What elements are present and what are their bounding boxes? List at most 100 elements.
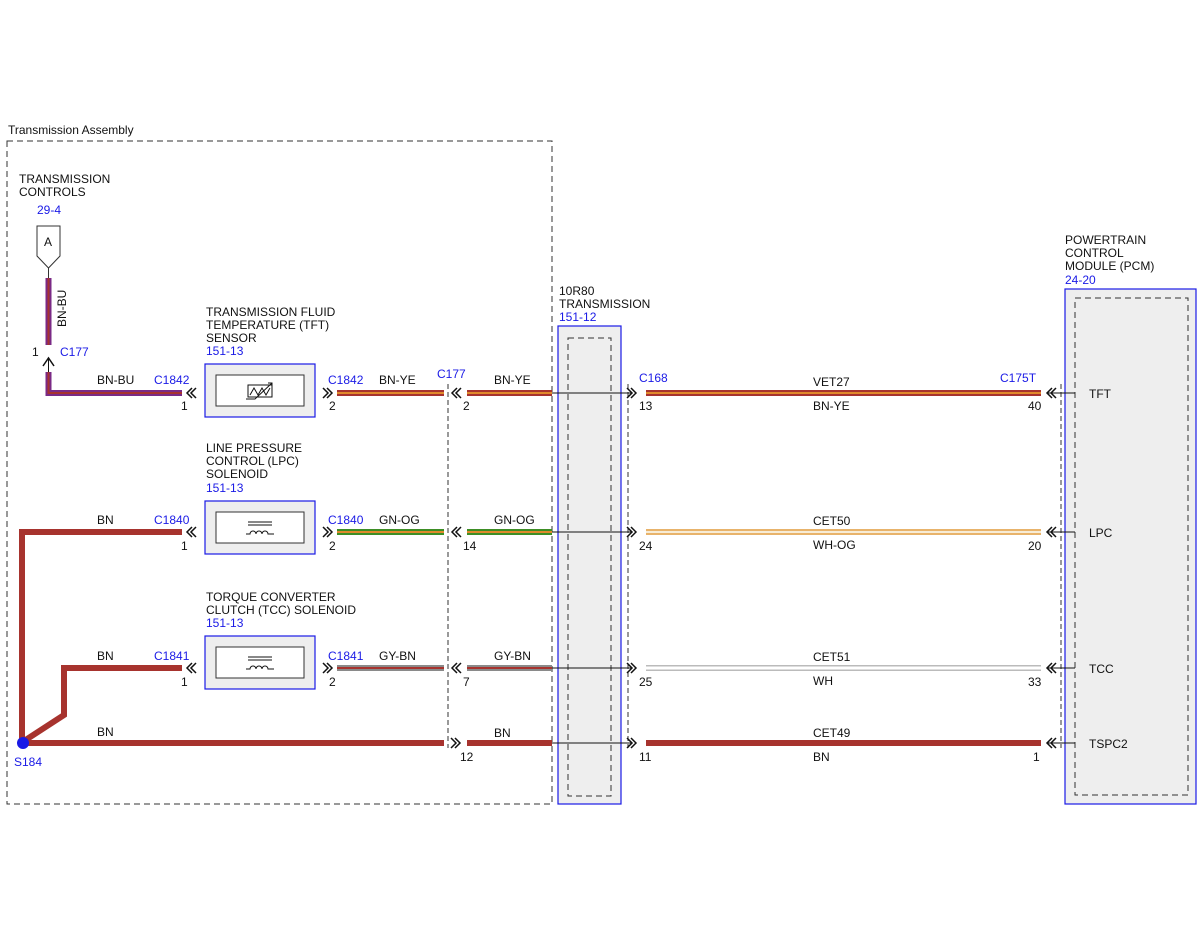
row4-c168-pin: 11 [639,750,652,764]
connector-arrow-icon [322,526,330,538]
row4-wire-b-label: BN [494,726,511,740]
wire-bn-bu-vertical-label: BN-BU [55,290,69,327]
row2-wire-color: WH-OG [813,538,856,552]
connector-arrow-icon [189,526,197,538]
row2-c177-pin: 14 [463,539,477,553]
transmission-controls-reference: TRANSMISSION CONTROLS 29-4 A [19,172,110,269]
row2-right-connector[interactable]: C1840 [328,513,364,527]
tft-label-line3: SENSOR [206,331,257,345]
tcc-label-line2: CLUTCH (TCC) SOLENOID [206,603,356,617]
connector-arrow-icon [326,387,334,399]
row2-left-connector[interactable]: C1840 [154,513,190,527]
row1-c168-pin: 13 [639,399,653,413]
row3-right-connector[interactable]: C1841 [328,649,364,663]
solenoid-coil-icon [246,656,274,670]
connector-arrow-icon [1049,526,1057,538]
c177-top-pin: 1 [32,345,39,359]
pcm-ref[interactable]: 24-20 [1065,273,1096,287]
connector-arrow-icon [185,387,193,399]
tft-label-line1: TRANSMISSION FLUID [206,305,336,319]
row1-pcm-connector[interactable]: C175T [1000,371,1037,385]
connector-chevrons [185,387,1057,749]
row4-signal: TSPC2 [1089,737,1128,751]
row4-pcm-pin: 1 [1033,750,1040,764]
splice-s184-label[interactable]: S184 [14,755,42,769]
row2-left-wire-label: BN [97,513,114,527]
connector-arrow-icon [189,662,197,674]
row3-left-pin: 1 [181,675,188,689]
tcc-label-line1: TORQUE CONVERTER [206,590,336,604]
row3-c168-pin: 25 [639,675,653,689]
transmission-controls-label-line2: CONTROLS [19,185,86,199]
pcm-label-line1: POWERTRAIN [1065,233,1146,247]
tcc-ref[interactable]: 151-13 [206,616,244,630]
row3-wire-a-label: GY-BN [379,649,416,663]
transmission-10r80: 10R80 TRANSMISSION 151-12 [557,284,650,805]
connector-arrow-icon [454,737,462,749]
row1-right-pin: 2 [329,399,336,413]
offpage-connector-icon [36,225,61,269]
connector-arrow-icon [626,526,634,538]
wire-bn-bu [45,278,182,396]
connector-arrow-icon [630,662,638,674]
connector-arrow-icon [626,662,634,674]
connector-arrow-icon [1049,737,1057,749]
connector-arrow-icon [626,387,634,399]
row3-left-connector[interactable]: C1841 [154,649,190,663]
row1-wire-a-label: BN-YE [379,373,416,387]
row1-c168-connector[interactable]: C168 [639,371,668,385]
transmission-assembly-label: Transmission Assembly [8,123,134,137]
splice-s184-icon [17,737,29,749]
connector-arrow-icon [1045,387,1053,399]
row2-circuit: CET50 [813,514,851,528]
row2-signal: LPC [1089,526,1113,540]
row3-left-wire-label: BN [97,649,114,663]
connector-arrow-icon [454,662,462,674]
connector-arrow-icon [322,387,330,399]
row1-c177-connector[interactable]: C177 [437,367,466,381]
connector-arrow-icon [450,387,458,399]
row1-wire-b-label: BN-YE [494,373,531,387]
lpc-label-line1: LINE PRESSURE [206,441,302,455]
tft-sensor: TRANSMISSION FLUID TEMPERATURE (TFT) SEN… [204,305,336,418]
row1-pcm-pin: 40 [1028,399,1042,413]
row4-wire-color: BN [813,750,830,764]
connector-arrow-icon [626,737,634,749]
row3-circuit: CET51 [813,650,851,664]
row4-circuit: CET49 [813,726,851,740]
connector-arrow-icon [1045,526,1053,538]
connector-arrow-icon [450,662,458,674]
connector-arrow-icon [630,387,638,399]
row-tspc2: BN 12 BN 11 CET49 BN 1 TSPC2 [22,725,1128,764]
row2-pcm-pin: 20 [1028,539,1042,553]
pcm-label-line2: CONTROL [1065,246,1124,260]
row1-left-connector[interactable]: C1842 [154,373,190,387]
connector-arrow-icon [630,526,638,538]
c177-top-connector[interactable]: C177 [60,345,89,359]
row1-signal: TFT [1089,387,1112,401]
lpc-label-line2: CONTROL (LPC) [206,454,299,468]
row1-circuit: VET27 [813,375,850,389]
row2-right-pin: 2 [329,539,336,553]
row1-left-pin: 1 [181,399,188,413]
row4-left-wire-label: BN [97,725,114,739]
row-tft: BN-BU C1842 1 C1842 2 BN-YE C177 2 BN-YE… [97,367,1112,413]
lpc-label-line3: SOLENOID [206,467,268,481]
row3-c177-pin: 7 [463,675,470,689]
row1-right-connector[interactable]: C1842 [328,373,364,387]
row3-right-pin: 2 [329,675,336,689]
pcm-module: POWERTRAIN CONTROL MODULE (PCM) 24-20 [1064,233,1197,805]
tcc-solenoid: TORQUE CONVERTER CLUTCH (TCC) SOLENOID 1… [204,590,356,690]
transmission-label-line1: 10R80 [559,284,595,298]
thermistor-icon [246,382,273,400]
connector-arrow-icon [454,526,462,538]
row1-c177-pin: 2 [463,399,470,413]
transmission-ref[interactable]: 151-12 [559,310,597,324]
lpc-ref[interactable]: 151-13 [206,481,244,495]
row2-wire-b-label: GN-OG [494,513,535,527]
transmission-controls-ref[interactable]: 29-4 [37,203,61,217]
connector-arrow-icon [1049,662,1057,674]
tft-ref[interactable]: 151-13 [206,344,244,358]
